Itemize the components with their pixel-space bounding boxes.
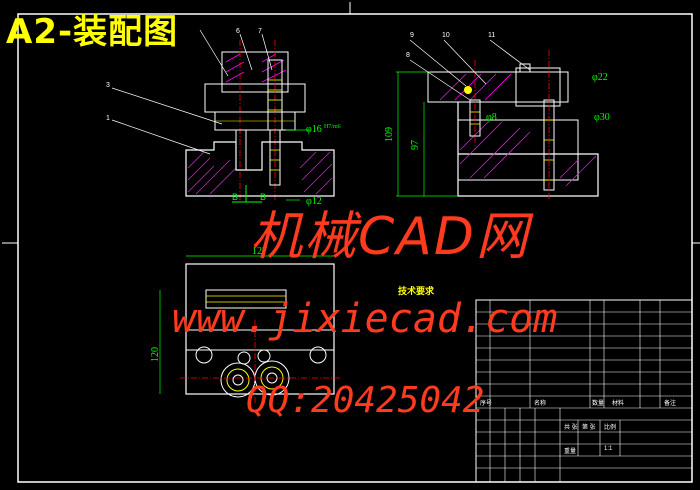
title-block-cell: 重量 — [564, 449, 577, 455]
section-label: B — [260, 192, 267, 202]
dim-127: 127 — [252, 246, 267, 257]
title-block-cell: 材料 — [612, 401, 625, 407]
part-label: 3 — [106, 82, 110, 89]
dim-109: 109 — [384, 127, 395, 142]
dim-fit: H7/m6 — [324, 124, 341, 130]
title-block-cell: 数量 — [592, 401, 605, 407]
title-block — [475, 299, 693, 483]
part-label: 7 — [258, 28, 262, 35]
side-top-plate — [427, 71, 569, 103]
requirements-title: 技术要求 — [398, 287, 435, 297]
part-label: 1 — [106, 115, 110, 122]
dim-phi30: φ30 — [594, 112, 610, 123]
title-block-cell: 比例 — [604, 425, 617, 431]
section-label: B — [232, 192, 239, 202]
side-base — [457, 102, 599, 197]
watermark-line2: www.jixiecad.com — [172, 296, 558, 342]
watermark-line3: QQ:20425042 — [246, 380, 485, 421]
side-view — [396, 39, 599, 200]
top-view-outline — [185, 263, 335, 395]
part-label: 10 — [442, 32, 450, 39]
top-view — [159, 255, 340, 405]
drawing-title: A2-装配图 — [6, 12, 179, 52]
upper-plate — [204, 83, 306, 113]
part-label: 6 — [236, 28, 240, 35]
dim-phi22: φ22 — [592, 72, 608, 83]
drawing-frame — [17, 13, 693, 483]
dim-120: 120 — [150, 347, 161, 362]
part-label: 11 — [488, 32, 496, 39]
part-label: 9 — [410, 32, 414, 39]
dim-phi8: φ8 — [486, 112, 497, 123]
dim-phi16: φ16 — [306, 124, 322, 135]
title-block-cell: 共 张 — [564, 425, 578, 431]
title-block-cell: 第 张 — [582, 425, 596, 431]
title-block-cell: 备注 — [664, 401, 677, 407]
title-block-cell: 1:1 — [604, 446, 613, 452]
dim-97: 97 — [410, 140, 421, 150]
dim-phi12: φ12 — [306, 196, 322, 207]
title-block-cell: 名称 — [534, 401, 547, 407]
clamp-block — [221, 51, 289, 93]
base-body — [185, 141, 335, 197]
watermark-line1: 机械CAD网 — [250, 207, 530, 267]
title-block-cell: 序号 — [480, 401, 493, 407]
front-view — [111, 29, 335, 203]
part-label: 8 — [406, 52, 410, 59]
